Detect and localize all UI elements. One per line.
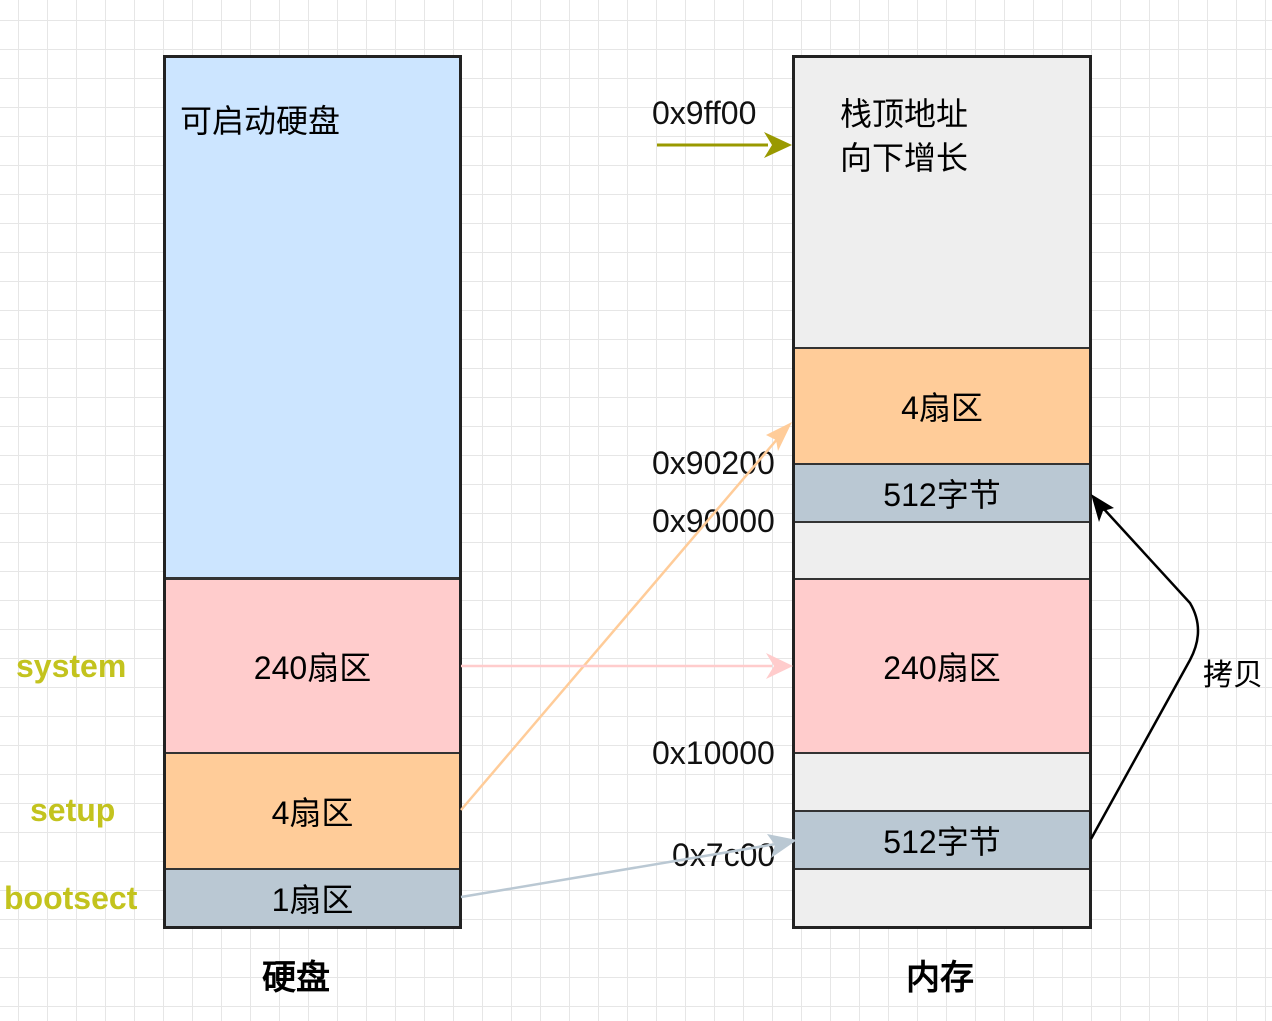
memory-setup-label: 4扇区 xyxy=(901,390,983,426)
memory-bootsect-block: 512字节 xyxy=(793,810,1091,870)
address-system: 0x10000 xyxy=(652,735,775,771)
segment-label-bootsect: bootsect xyxy=(4,880,138,916)
stack-label-line2: 向下增长 xyxy=(840,140,969,176)
memory-system-block: 240扇区 xyxy=(793,578,1091,754)
segment-label-system: system xyxy=(16,648,127,684)
memory-bootsect-label: 512字节 xyxy=(883,824,1001,860)
memory-bootsect-copy-label: 512字节 xyxy=(883,477,1001,513)
address-setup: 0x90200 xyxy=(652,445,775,481)
copy-label: 拷贝 xyxy=(1203,659,1263,692)
memory-system-label: 240扇区 xyxy=(883,650,1001,686)
memory-setup-block: 4扇区 xyxy=(793,347,1091,465)
disk-bootable-region: 可启动硬盘 xyxy=(164,56,461,579)
disk-bootsect-block: 1扇区 xyxy=(164,868,461,928)
stack-label-line1: 栈顶地址 xyxy=(840,96,969,132)
disk-system-label: 240扇区 xyxy=(253,650,372,686)
system-load-arrow xyxy=(461,653,793,679)
disk-system-block: 240扇区 xyxy=(164,578,461,754)
copy-arrow xyxy=(1089,494,1200,840)
address-stack-top: 0x9ff00 xyxy=(652,95,757,131)
memory-title: 内存 xyxy=(906,959,974,997)
disk-setup-label: 4扇区 xyxy=(271,795,354,831)
disk-bootable-label: 可启动硬盘 xyxy=(180,103,341,139)
memory-bootsect-copy-block: 512字节 xyxy=(793,463,1091,523)
memory-gap-3 xyxy=(793,868,1091,928)
memory-gap-1 xyxy=(793,521,1091,580)
segment-label-setup: setup xyxy=(30,792,116,828)
stack-top-arrow xyxy=(657,132,792,158)
disk-title: 硬盘 xyxy=(262,959,330,997)
address-bootsect: 0x7c00 xyxy=(672,837,776,873)
address-bootsect-copy: 0x90000 xyxy=(652,503,775,539)
disk-bootsect-label: 1扇区 xyxy=(271,882,354,918)
memory-gap-2 xyxy=(793,752,1091,812)
disk-setup-block: 4扇区 xyxy=(164,752,461,870)
